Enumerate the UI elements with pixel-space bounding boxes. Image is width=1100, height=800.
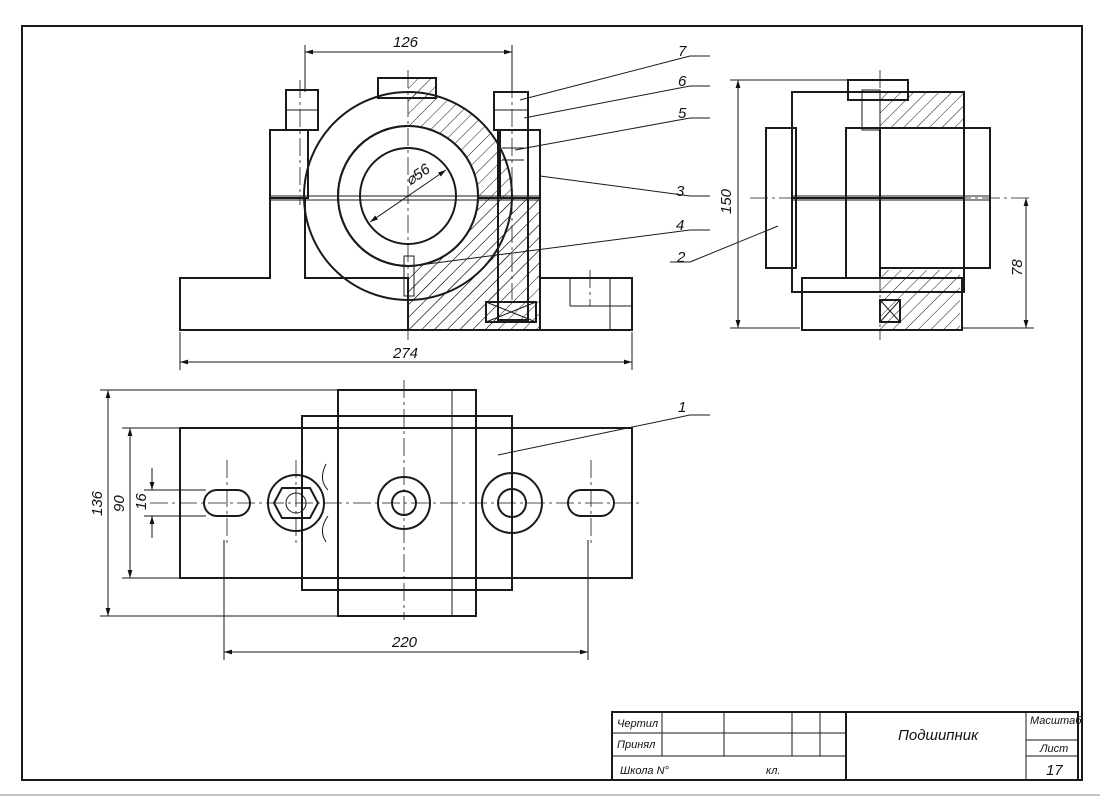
class-label: кл.: [766, 765, 780, 777]
drawing-frame: [0, 25, 1100, 796]
title-block: [611, 711, 1079, 781]
dim-126: 126: [393, 34, 419, 51]
side-view: [750, 70, 1030, 340]
top-dimensions: [100, 389, 589, 660]
sheet-number: 17: [1046, 762, 1063, 779]
sheet-label: Лист: [1039, 743, 1068, 755]
callout-5: 5: [678, 105, 687, 122]
callout-2: 2: [676, 249, 686, 266]
school-label: Школа N°: [620, 765, 670, 777]
dim-16: 16: [133, 493, 150, 510]
callout-1: 1: [678, 399, 686, 416]
top-view: [150, 380, 640, 620]
callout-6: 6: [678, 73, 687, 90]
dim-220: 220: [391, 634, 418, 651]
front-dimensions: 126 ⌀56 274: [179, 34, 633, 370]
dim-78: 78: [1009, 259, 1026, 276]
side-dimensions: [730, 79, 1034, 329]
callout-7: 7: [678, 43, 687, 60]
front-view: [179, 70, 633, 340]
callout-leaders: [411, 55, 779, 456]
dim-150: 150: [718, 188, 735, 214]
dim-274: 274: [392, 345, 418, 362]
drawn-label: Чертил: [617, 718, 658, 730]
dim-90: 90: [111, 495, 128, 512]
callout-4: 4: [676, 217, 684, 234]
checked-label: Принял: [617, 739, 655, 751]
scale-label: Масштаб: [1030, 715, 1082, 727]
callout-3: 3: [676, 183, 685, 200]
drawing-title: Подшипник: [898, 727, 979, 744]
dim-136: 136: [89, 490, 106, 516]
